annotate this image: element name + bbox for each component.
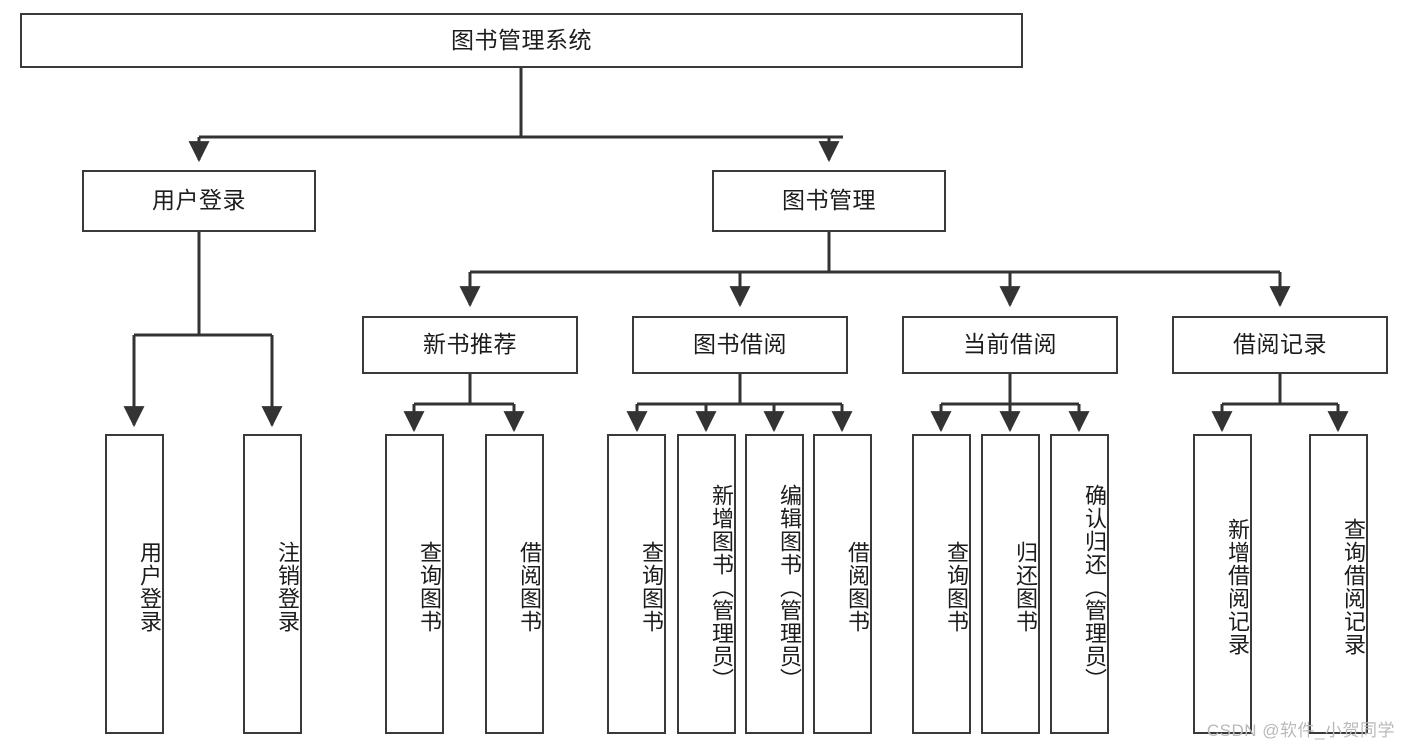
leaf-borrow-book-rec-label: 借阅图书 (517, 541, 542, 633)
node-new-book-recommend-label: 新书推荐 (423, 331, 517, 358)
node-current-borrow[interactable]: 当前借阅 (902, 316, 1118, 374)
leaf-borrow-book-rec[interactable]: 借阅图书 (485, 434, 544, 734)
leaf-confirm-return[interactable]: 确认归还（管理员） (1050, 434, 1109, 734)
node-user-login-label: 用户登录 (152, 187, 246, 214)
node-borrow-record[interactable]: 借阅记录 (1172, 316, 1388, 374)
node-new-book-recommend[interactable]: 新书推荐 (362, 316, 578, 374)
leaf-user-logout-label: 注销登录 (275, 541, 300, 633)
csdn-watermark: CSDN @软件_小贺同学 (1206, 721, 1395, 740)
node-current-borrow-label: 当前借阅 (963, 331, 1057, 358)
leaf-return-book-label: 归还图书 (1013, 541, 1038, 633)
leaf-query-record-label: 查询借阅记录 (1341, 518, 1366, 656)
leaf-return-book[interactable]: 归还图书 (981, 434, 1040, 734)
node-user-login[interactable]: 用户登录 (82, 170, 316, 232)
leaf-edit-book[interactable]: 编辑图书（管理员） (745, 434, 804, 734)
leaf-add-record-label: 新增借阅记录 (1225, 518, 1250, 656)
leaf-borrow-book-bw-label: 借阅图书 (845, 541, 870, 633)
leaf-query-book-bw[interactable]: 查询图书 (607, 434, 666, 734)
leaf-query-book-rec-label: 查询图书 (417, 541, 442, 633)
leaf-user-login-label: 用户登录 (137, 541, 162, 633)
leaf-query-book-cur-label: 查询图书 (944, 541, 969, 633)
leaf-query-book-cur[interactable]: 查询图书 (912, 434, 971, 734)
leaf-query-record[interactable]: 查询借阅记录 (1309, 434, 1368, 734)
leaf-confirm-return-label: 确认归还（管理员） (1082, 483, 1107, 691)
node-book-borrow-label: 图书借阅 (693, 331, 787, 358)
node-book-borrow[interactable]: 图书借阅 (632, 316, 848, 374)
node-book-manage-label: 图书管理 (782, 187, 876, 214)
node-borrow-record-label: 借阅记录 (1233, 331, 1327, 358)
leaf-user-login[interactable]: 用户登录 (105, 434, 164, 734)
node-root-label: 图书管理系统 (451, 26, 592, 53)
leaf-edit-book-label: 编辑图书（管理员） (777, 483, 802, 691)
node-root[interactable]: 图书管理系统 (20, 13, 1023, 68)
leaf-borrow-book-bw[interactable]: 借阅图书 (813, 434, 872, 734)
node-book-manage[interactable]: 图书管理 (712, 170, 946, 232)
leaf-user-logout[interactable]: 注销登录 (243, 434, 302, 734)
leaf-query-book-rec[interactable]: 查询图书 (385, 434, 444, 734)
leaf-add-book[interactable]: 新增图书（管理员） (677, 434, 736, 734)
leaf-add-record[interactable]: 新增借阅记录 (1193, 434, 1252, 734)
leaf-query-book-bw-label: 查询图书 (639, 541, 664, 633)
leaf-add-book-label: 新增图书（管理员） (709, 483, 734, 691)
